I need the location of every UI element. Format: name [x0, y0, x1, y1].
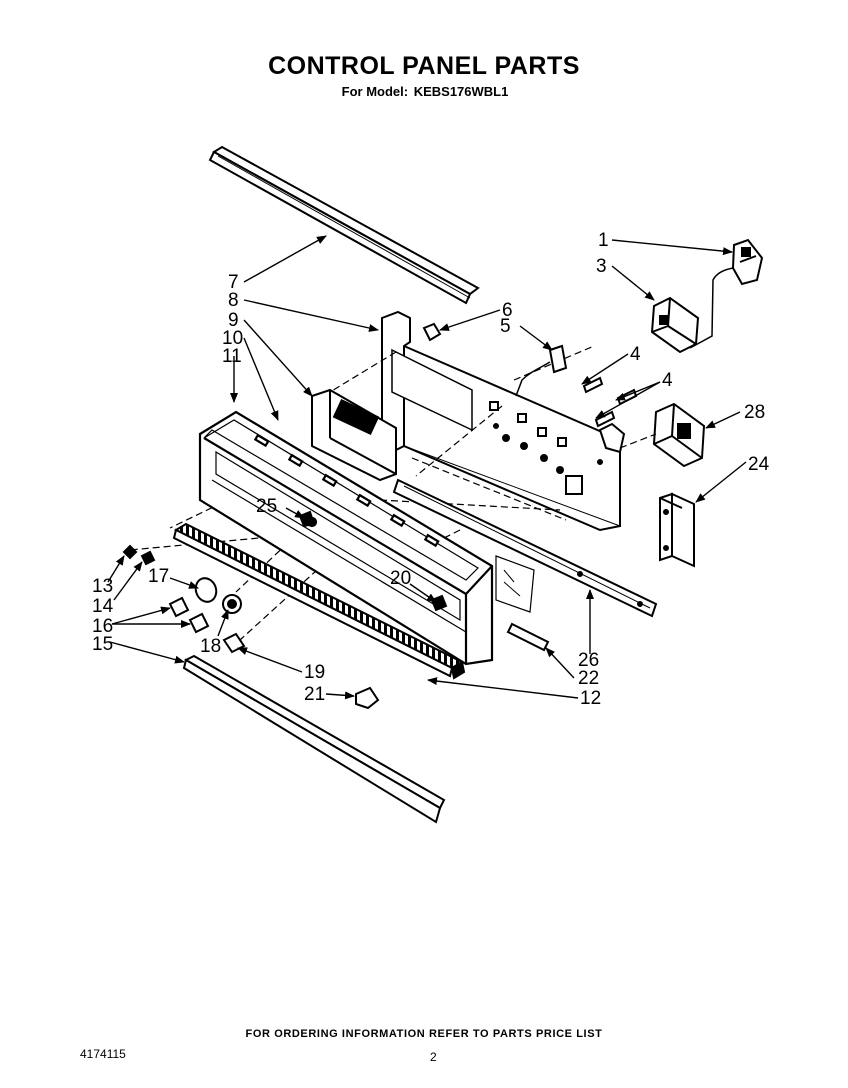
callout-11: 11 — [222, 346, 242, 367]
part-bracket-24 — [659, 492, 695, 568]
ordering-note: FOR ORDERING INFORMATION REFER TO PARTS … — [245, 1028, 603, 1040]
part-small-hardware — [122, 322, 638, 710]
part-display-board-9 — [311, 388, 397, 482]
callout-8: 8 — [228, 290, 239, 311]
part-switch-28 — [652, 402, 706, 468]
callout-15: 15 — [92, 634, 113, 655]
part-trim-strip-bottom — [182, 654, 446, 824]
model-prefix: For Model: — [341, 84, 409, 99]
callout-26: 26 — [578, 650, 599, 671]
callout-19: 19 — [304, 662, 325, 683]
callout-22: 22 — [578, 668, 599, 689]
part-connector-1 — [689, 238, 764, 349]
callout-25: 25 — [256, 496, 277, 517]
part-side-rail-26 — [392, 478, 658, 618]
callout-14: 14 — [92, 596, 114, 617]
callout-3: 3 — [596, 256, 607, 277]
callout-4-upper: 4 — [630, 344, 641, 365]
callout-12: 12 — [580, 688, 601, 709]
part-switch-3 — [650, 296, 700, 354]
part-vent-grille-12 — [172, 522, 466, 680]
callout-1: 1 — [598, 230, 609, 251]
model-number: KEBS176WBL1 — [413, 84, 509, 99]
part-rear-chassis — [381, 310, 626, 532]
callout-9: 9 — [228, 310, 239, 331]
callout-labels: 1 3 4 4 5 6 7 8 9 10 11 12 13 14 15 16 1… — [92, 230, 770, 709]
part-trim-strip-top — [208, 145, 480, 305]
callout-24: 24 — [748, 454, 770, 475]
callout-7: 7 — [228, 272, 239, 293]
page-title: CONTROL PANEL PARTS — [268, 52, 580, 80]
page-number: 2 — [430, 1050, 437, 1064]
callout-17: 17 — [148, 566, 169, 587]
model-subtitle: For Model: KEBS176WBL1 — [0, 84, 848, 99]
part-control-panel-frame-11 — [198, 410, 535, 666]
callout-4-lower: 4 — [662, 370, 673, 391]
document-number: 4174115 — [80, 1047, 126, 1061]
callout-leaders — [107, 235, 747, 700]
callout-5: 5 — [500, 316, 511, 337]
callout-18: 18 — [200, 636, 221, 657]
callout-6: 6 — [502, 300, 513, 321]
callout-28: 28 — [744, 402, 765, 423]
callout-16: 16 — [92, 616, 113, 637]
callout-13: 13 — [92, 576, 113, 597]
callout-10: 10 — [222, 328, 243, 349]
callout-20: 20 — [390, 568, 411, 589]
callout-21: 21 — [304, 684, 325, 705]
